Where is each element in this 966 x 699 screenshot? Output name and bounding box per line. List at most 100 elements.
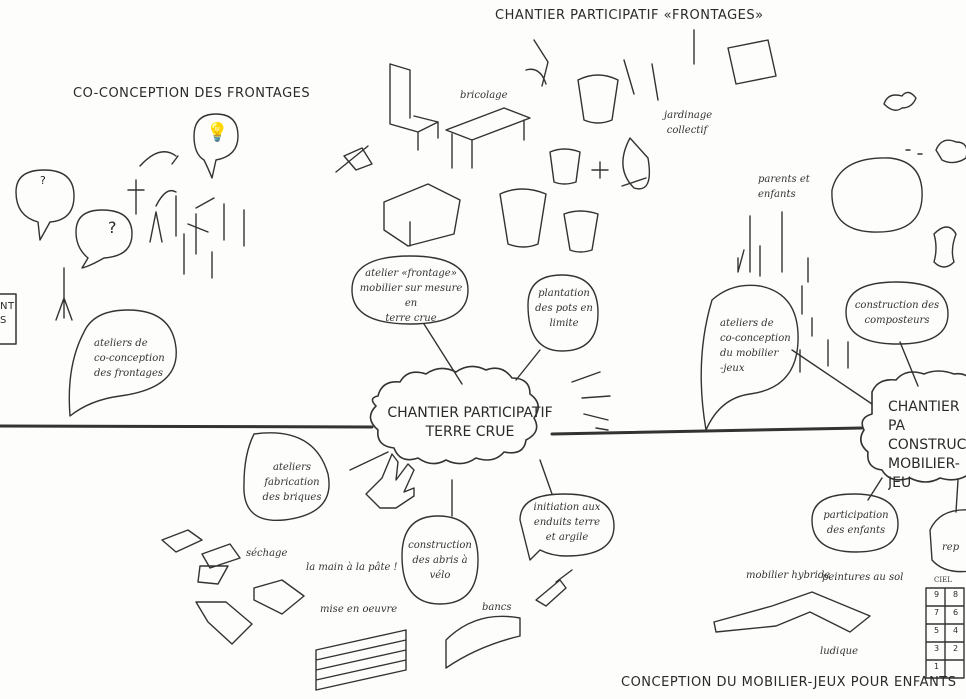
hopscotch-top-label: CIEL (934, 576, 952, 584)
text-line: des briques (262, 492, 322, 503)
annotation-jardinage: jardinage collectif (664, 108, 713, 138)
hub-line: TERRE CRUE (425, 424, 515, 440)
apple-core (933, 226, 957, 268)
text-line: construction (408, 540, 472, 551)
text-line: ateliers de (94, 338, 148, 349)
hub-mobilier: CHANTIER PA CONSTRUCTI MOBILIER-JEU (888, 398, 966, 493)
annotation-bricolage: bricolage (460, 90, 508, 101)
thought-cloud (883, 91, 966, 164)
hopscotch-number: 9 (933, 590, 940, 599)
annotation-mise-en-oeuvre: mise en oeuvre (320, 604, 398, 615)
timeline-line (0, 424, 864, 436)
hammer-sketch (335, 145, 373, 173)
bench-sketch (445, 107, 531, 169)
text-line: des pots en (535, 303, 593, 314)
edge-fragment: NT S (0, 300, 15, 328)
lightbulb-icon: 💡 (206, 122, 229, 143)
bubble-abris-velo (401, 515, 479, 605)
text-line: co-conception (720, 333, 791, 344)
hub-cloud-terre-crue (369, 365, 539, 465)
mobilier-hybride-sketch (713, 591, 871, 633)
hand-sketch (365, 453, 415, 509)
connector (349, 323, 959, 517)
bubble-participation (811, 493, 899, 553)
bubble-plantation (527, 274, 599, 352)
title-frontages: CHANTIER PARTICIPATIF «FRONTAGES» (495, 8, 764, 23)
text-line: -jeux (720, 363, 745, 374)
text-line: ateliers (272, 462, 312, 473)
bubble-atelier-frontage-text: atelier «frontage» mobilier sur mesure e… (354, 266, 468, 326)
text-line: composteurs (864, 315, 930, 326)
arrow-curved (139, 151, 215, 209)
text-line: atelier «frontage» (365, 268, 457, 279)
ray-lines (571, 371, 611, 431)
bench-bricks-sketch (445, 615, 521, 669)
text-line: des frontages (94, 368, 164, 379)
toolbox-sketch (383, 183, 461, 247)
annotation-sechage: séchage (246, 548, 288, 559)
hub-cloud-mobilier (860, 370, 966, 483)
hopscotch-number: 2 (952, 644, 959, 653)
text-line: co-conception (94, 353, 165, 364)
brick-sketch (161, 529, 305, 645)
text-line: terre crue (385, 313, 437, 324)
text-line: fabrication (264, 477, 320, 488)
text-line: collectif (666, 125, 708, 136)
hopscotch-number: 8 (952, 590, 959, 599)
compost-circle (831, 157, 923, 233)
hopscotch-number: 5 (933, 626, 940, 635)
hopscotch-number: 4 (952, 626, 959, 635)
title-coconception: CO-CONCEPTION DES FRONTAGES (73, 86, 311, 101)
bubble-ateliers-frontages-text: ateliers de co-conception des frontages (94, 336, 180, 381)
text-line: des enfants (826, 525, 886, 536)
text-line: limite (549, 318, 579, 329)
text-line: enfants (758, 189, 796, 200)
bubble-abris-velo-text: construction des abris à vélo (404, 538, 476, 583)
hopscotch-sketch (925, 587, 965, 679)
annotation-ludique: ludique (820, 646, 858, 657)
annotation-parents: parents et enfants (758, 172, 818, 202)
parents-children (737, 211, 849, 373)
text-line: plantation (538, 288, 590, 299)
hub-line: MOBILIER-JEU (888, 456, 960, 491)
hopscotch-number: 6 (952, 608, 959, 617)
text-line: construction des (854, 300, 940, 311)
hopscotch-number: 1 (933, 662, 940, 671)
text-line: enduits terre (533, 517, 601, 528)
text-line: initiation aux (533, 502, 601, 513)
chair-sketch (389, 63, 439, 151)
crate-sketch (727, 39, 777, 85)
bubble-composteurs (845, 281, 949, 345)
question-icon: ? (108, 218, 117, 237)
hub-line: CHANTIER PA (888, 399, 960, 434)
bubble-enduits-text: initiation aux enduits terre et argile (524, 500, 610, 545)
edge-fragment-line: S (0, 315, 7, 326)
hub-terre-crue: CHANTIER PARTICIPATIF TERRE CRUE (380, 404, 560, 442)
bubble-enduits (519, 493, 615, 561)
annotation-main-pate: la main à la pâte ! (306, 562, 398, 573)
question-small-icon: ? (40, 174, 46, 187)
text-line: ateliers de (720, 318, 774, 329)
hopscotch-number: 7 (933, 608, 940, 617)
text-line: des abris à (412, 555, 468, 566)
idea-bubble-question (75, 209, 133, 269)
text-line: jardinage (664, 110, 713, 121)
bubble-ateliers-briques (243, 432, 330, 522)
bubble-ateliers-briques-text: ateliers fabrication des briques (262, 460, 322, 505)
text-line: du mobilier (720, 348, 779, 359)
hopscotch-numbers: 9 8 7 6 5 4 3 2 1 (927, 590, 965, 680)
bubble-plantation-text: plantation des pots en limite (530, 286, 598, 331)
trowel-sketch (535, 569, 573, 607)
bubble-composteurs-text: construction des composteurs (848, 298, 946, 328)
annotation-peintures: peintures au sol (822, 572, 904, 583)
bubble-atelier-frontage (351, 255, 469, 325)
bubble-participation-text: participation des enfants (814, 508, 898, 538)
title-mobilier-enfants: CONCEPTION DU MOBILIER-JEUX POUR ENFANTS (621, 675, 957, 690)
brick-wall-sketch (315, 629, 407, 691)
idea-bubble-plants (15, 169, 75, 241)
plant-sketch (525, 29, 695, 190)
annotation-mobilier-hybride: mobilier hybride (746, 570, 831, 581)
idea-bubble-bulb (193, 113, 239, 179)
pot-sketch (499, 74, 619, 253)
